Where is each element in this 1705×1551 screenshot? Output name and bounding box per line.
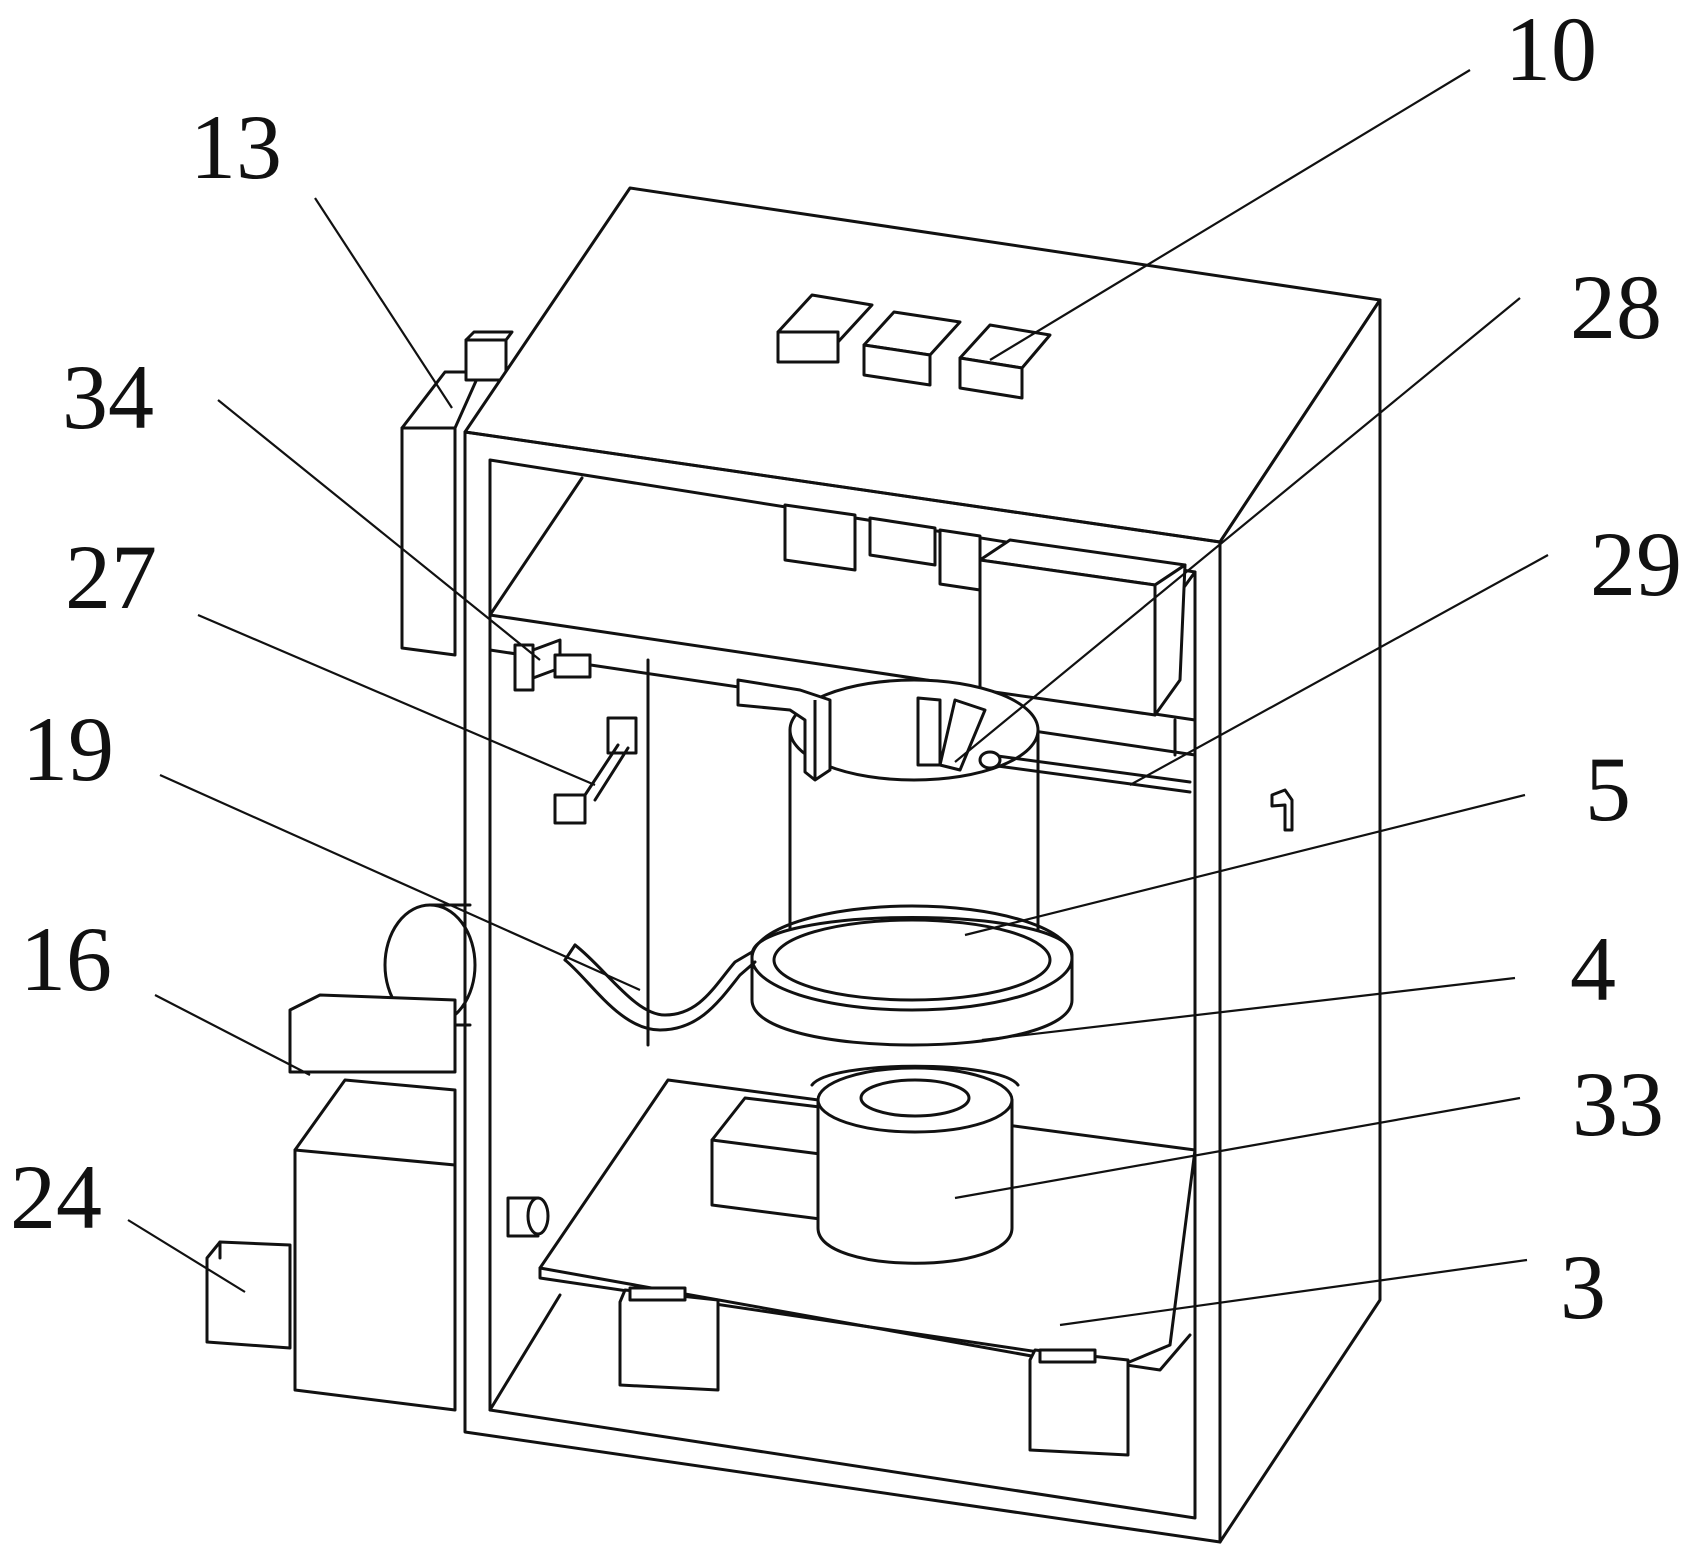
hose-19 [563, 943, 757, 1032]
label-4: 4 [1570, 918, 1616, 1020]
label-3: 3 [1560, 1236, 1606, 1338]
clamp-34 [513, 638, 592, 692]
pipe-elbows [736, 678, 942, 782]
chute-28 [938, 698, 987, 772]
side-control-box-13 [400, 330, 514, 657]
label-19: 19 [22, 698, 114, 800]
label-13: 13 [190, 96, 282, 198]
cabinet-frame [463, 186, 1382, 1544]
tube-29 [978, 750, 1192, 794]
label-16: 16 [20, 908, 112, 1010]
rod-27 [553, 716, 638, 825]
part-labels: 13 10 34 28 27 29 19 5 16 4 33 24 3 [10, 0, 1682, 1338]
leader-lines [127, 69, 1549, 1327]
label-33: 33 [1572, 1053, 1664, 1155]
label-5: 5 [1585, 738, 1631, 840]
label-28: 28 [1570, 256, 1662, 358]
outlet-box-24 [205, 1240, 292, 1350]
small-fittings [506, 788, 1294, 1238]
side-unit-16 [288, 993, 457, 1412]
label-29: 29 [1590, 513, 1682, 615]
label-24: 24 [10, 1146, 102, 1248]
label-10: 10 [1505, 0, 1597, 100]
control-buttons-10 [776, 293, 1052, 400]
support-feet [618, 1286, 1130, 1457]
label-27: 27 [65, 526, 157, 628]
ring-4 [750, 904, 1074, 1047]
top-compartment-devices [783, 503, 1187, 717]
motor-33 [710, 1064, 1020, 1265]
label-34: 34 [62, 346, 154, 448]
